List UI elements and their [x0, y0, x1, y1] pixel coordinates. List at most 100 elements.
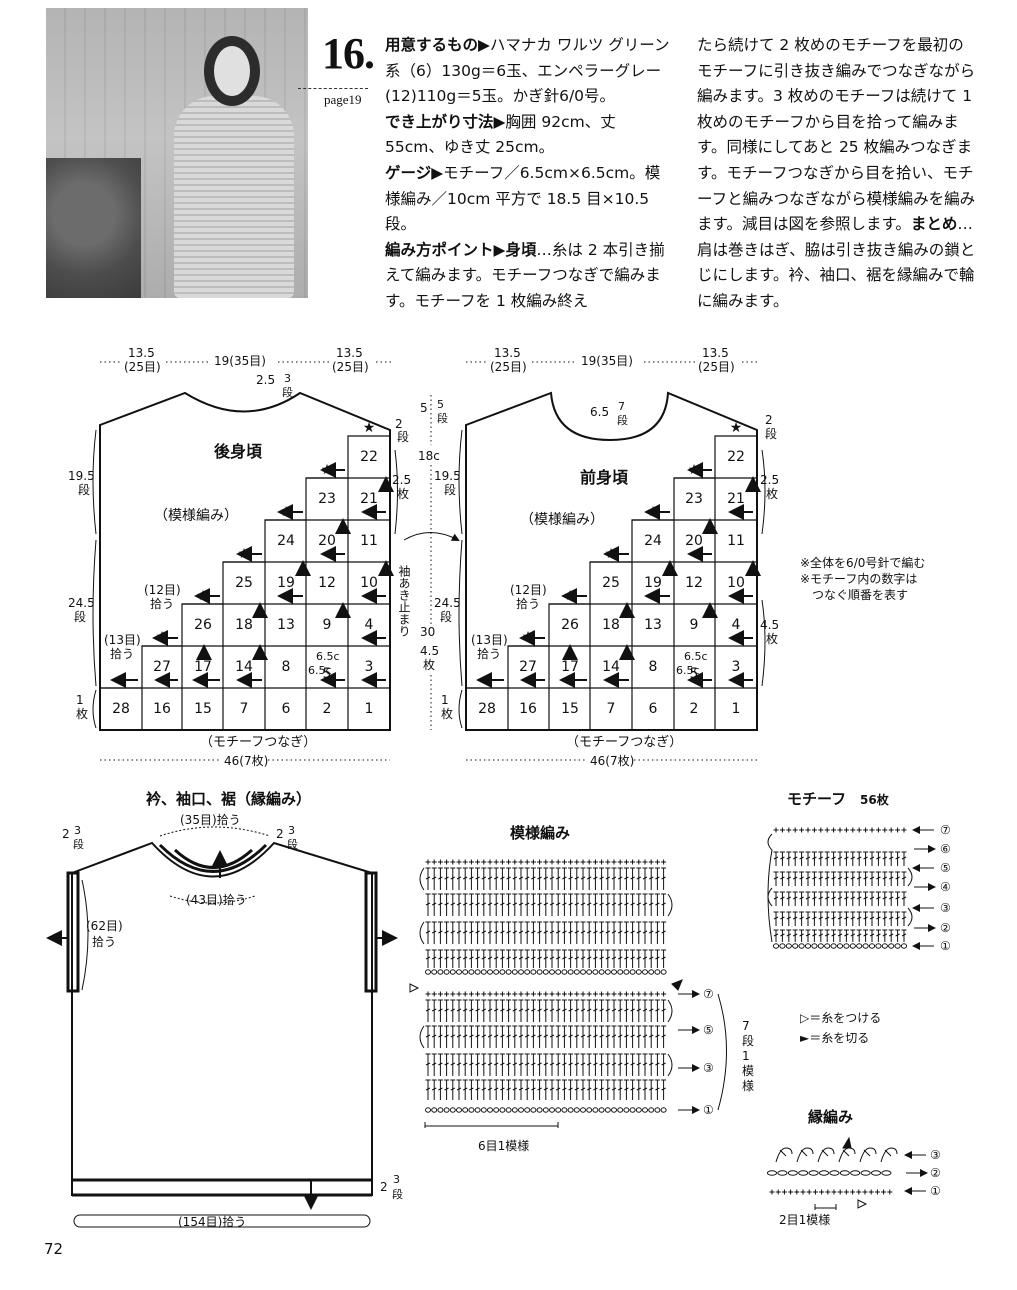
stitch-symbol — [555, 1034, 561, 1038]
pattern-row-7: ⑦ — [703, 987, 714, 1001]
stitch-symbol — [796, 1147, 814, 1163]
continued-text: たら続けて 2 枚めのモチーフを最初のモチーフに引き抜き編みでつなぎながら編みま… — [697, 36, 976, 234]
border-stitch-chart — [766, 1136, 898, 1209]
front-motif-1: 1 — [732, 701, 741, 717]
stitch-symbol — [636, 902, 642, 906]
back-left-motif-unit: 枚 — [76, 706, 88, 721]
stitch-symbol — [469, 1087, 474, 1091]
stitch-symbol — [799, 856, 804, 860]
stitch-symbol — [605, 930, 611, 934]
stitch-symbol — [586, 902, 592, 906]
stitch-symbol — [567, 969, 574, 975]
stitch-symbol — [562, 902, 567, 906]
stitch-symbol — [888, 943, 895, 949]
stitch-symbol — [836, 943, 844, 949]
back-motif-3: 3 — [365, 659, 374, 675]
stitch-symbol — [531, 930, 536, 934]
back-dim-left: 13.5 — [128, 346, 155, 360]
stitch-symbol — [617, 1062, 623, 1066]
stitch-symbol — [648, 930, 654, 934]
motif-row-2: ② — [940, 921, 951, 935]
stitch-symbol — [493, 1107, 500, 1113]
stitch-symbol — [438, 902, 443, 906]
stitch-symbol — [617, 876, 623, 880]
stitch-symbol — [642, 902, 648, 906]
stitch-symbol — [574, 1062, 580, 1066]
stitch-symbol — [500, 956, 505, 960]
back-motif-19: 19 — [277, 575, 295, 591]
stitch-symbol — [500, 1087, 505, 1091]
stitch-symbol — [882, 896, 888, 900]
front-motif-21: 21 — [727, 491, 745, 507]
back-dim-right: 13.5 — [336, 346, 363, 360]
stitch-symbol — [481, 1034, 487, 1038]
stitch-symbol — [444, 930, 449, 934]
stitch-symbol — [844, 896, 849, 900]
stitch-symbol — [425, 956, 431, 960]
stitch-symbol — [831, 933, 836, 937]
stitch-symbol — [512, 930, 518, 934]
stitch-symbol — [786, 933, 792, 937]
stitch-symbol — [617, 1008, 623, 1012]
front-dim-right: 13.5 — [702, 346, 729, 360]
stitch-symbol — [661, 876, 666, 880]
stitch-symbol — [536, 969, 543, 975]
back-left-lower: 24.5 — [68, 596, 95, 610]
stitch-symbol — [555, 1107, 562, 1113]
stitch-symbol — [431, 1087, 437, 1091]
stitch-symbol — [624, 956, 629, 960]
stitch-symbol — [599, 876, 604, 880]
motif-row-7: ⑦ — [940, 823, 951, 837]
stitch-symbol — [831, 876, 836, 880]
stitch-symbol — [636, 1062, 642, 1066]
stitch-symbol — [611, 956, 617, 960]
back-left-motif: 1 — [76, 693, 84, 707]
front-motif-16: 16 — [519, 701, 537, 717]
front-motif-27: 27 — [519, 659, 537, 675]
stitch-symbol — [462, 876, 468, 880]
stitch-symbol — [511, 969, 518, 975]
legend-cut-yarn: ►＝糸を切る — [800, 1031, 869, 1045]
stitch-symbol — [880, 1147, 898, 1163]
stitch-symbol — [438, 1034, 443, 1038]
stitch-symbol — [842, 1149, 850, 1157]
front-neck-unit: 段 — [617, 413, 628, 427]
stitch-symbol — [799, 916, 804, 920]
stitch-symbol — [549, 930, 555, 934]
back-shoulder-unit: 段 — [397, 429, 409, 444]
stitch-symbol — [798, 1170, 809, 1176]
stitch-symbol — [512, 902, 518, 906]
back-motif-4: 4 — [365, 617, 374, 633]
front-motif-12: 12 — [685, 575, 703, 591]
stitch-symbol — [469, 1008, 474, 1012]
stitch-symbol — [804, 943, 812, 949]
pattern-rows-1: 1 — [742, 1049, 750, 1063]
back-motif-26: 26 — [194, 617, 212, 633]
stitch-symbol — [549, 1008, 555, 1012]
back-width-label: 46(7枚) — [224, 753, 268, 768]
front-motif-3: 3 — [732, 659, 741, 675]
stitch-symbol — [469, 1062, 474, 1066]
stitch-symbol — [506, 902, 511, 906]
stitch-symbol — [599, 930, 604, 934]
stitch-symbol — [543, 902, 549, 906]
stitch-symbol — [660, 969, 667, 975]
stitch-symbol — [667, 1053, 673, 1077]
stitch-symbol — [524, 876, 530, 880]
stitch-symbol — [443, 1107, 450, 1113]
stitch-symbol — [787, 1170, 798, 1176]
stitch-symbol — [506, 930, 511, 934]
stitch-symbol — [623, 969, 630, 975]
stitch-symbol — [850, 1170, 861, 1176]
stitch-symbol — [518, 1034, 524, 1038]
back-motif-join-label: （モチーフつなぎ） — [200, 735, 316, 750]
stitch-symbol — [549, 956, 555, 960]
stitch-symbol — [875, 943, 882, 949]
stitch-symbol — [818, 896, 824, 900]
front-motif-25: 25 — [602, 575, 620, 591]
stitch-symbol — [617, 902, 623, 906]
stitch-symbol — [623, 1107, 630, 1113]
stitch-symbol — [462, 930, 468, 934]
front-motif-24: 24 — [644, 533, 662, 549]
stitch-symbol — [655, 930, 660, 934]
